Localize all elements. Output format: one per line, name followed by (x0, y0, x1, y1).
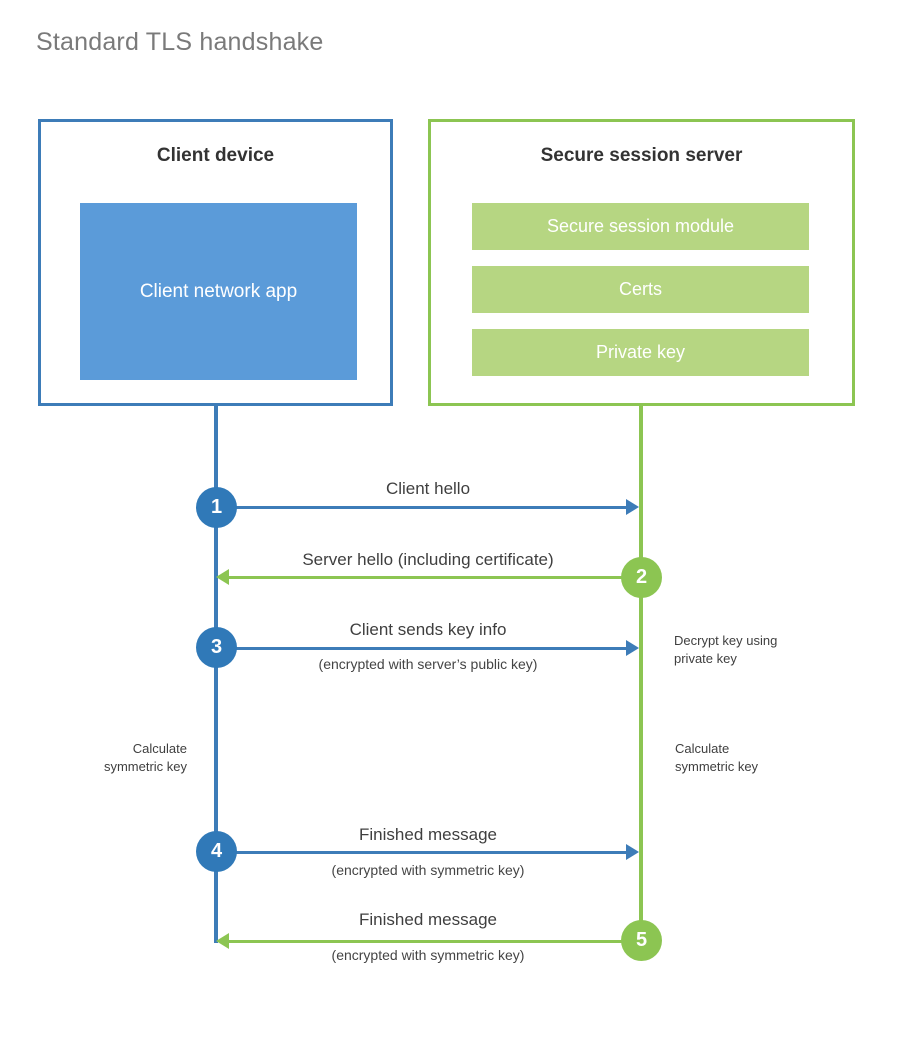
server-calculate-symmetric-key-note: Calculate symmetric key (675, 740, 855, 775)
step-5-sublabel: (encrypted with symmetric key) (331, 947, 525, 963)
step-4-arrow-line (216, 851, 626, 854)
secure-session-server-box: Secure session server Secure session mod… (428, 119, 855, 406)
step-4-arrow-head-icon (626, 844, 639, 860)
step-2-circle: 2 (621, 557, 662, 598)
step-1-circle: 1 (196, 487, 237, 528)
client-device-title: Client device (156, 145, 275, 166)
step-3-sublabel: (encrypted with server’s public key) (318, 656, 538, 672)
step-3-arrow-head-icon (626, 640, 639, 656)
server-module-private-key: Private key (472, 329, 809, 376)
secure-session-server-title: Secure session server (540, 145, 743, 166)
step-1-arrow-head-icon (626, 499, 639, 515)
step-3-arrow-line (216, 647, 626, 650)
decrypt-key-note-line-2: private key (674, 650, 737, 666)
server-lifeline (639, 406, 643, 942)
page-title: Standard TLS handshake (36, 28, 324, 56)
step-4-sublabel: (encrypted with symmetric key) (331, 862, 525, 878)
client-calculate-symmetric-key-note: Calculate symmetric key (40, 740, 187, 775)
server-module-certs: Certs (472, 266, 809, 313)
step-3-label: Client sends key info (349, 620, 507, 639)
decrypt-key-note-line-1: Decrypt key using (674, 633, 778, 648)
step-1-arrow-line (216, 506, 626, 509)
step-2-arrow-head-icon (216, 569, 229, 585)
client-calc-note-line-2: symmetric key (103, 758, 187, 774)
server-calc-note-line-1: Calculate (675, 741, 730, 756)
step-2-arrow-line (229, 576, 641, 579)
client-calc-note-line-1: Calculate (132, 741, 187, 756)
client-device-box: Client device Client network app (38, 119, 393, 406)
step-1-label: Client hello (385, 479, 471, 498)
step-5-circle: 5 (621, 920, 662, 961)
client-network-app-block: Client network app (80, 203, 357, 380)
step-3-circle: 3 (196, 627, 237, 668)
step-4-label: Finished message (359, 825, 497, 844)
step-2-label: Server hello (including certificate) (302, 550, 554, 569)
step-4-circle: 4 (196, 831, 237, 872)
server-module-secure-session-module: Secure session module (472, 203, 809, 250)
step-5-arrow-line (229, 940, 641, 943)
decrypt-key-note: Decrypt key using private key (674, 632, 854, 667)
server-calc-note-line-2: symmetric key (675, 758, 759, 774)
client-lifeline (214, 406, 218, 943)
step-5-arrow-head-icon (216, 933, 229, 949)
step-5-label: Finished message (359, 910, 497, 929)
